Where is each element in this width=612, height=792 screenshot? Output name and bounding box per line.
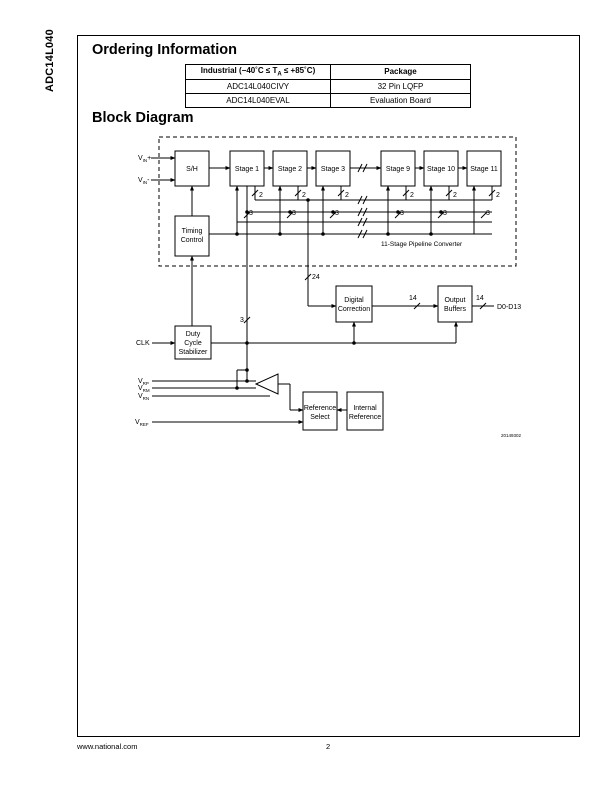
duty-label-2: Cycle <box>184 340 202 347</box>
bus-width-label: 2 <box>453 192 457 199</box>
stage10-label: Stage 10 <box>427 166 455 173</box>
stage3-label: Stage 3 <box>321 166 345 173</box>
figure-number: 20149302 <box>501 433 522 438</box>
stage11-block <box>466 150 502 187</box>
duty-cycle-stabilizer-block <box>174 325 212 360</box>
footer-website: www.national.com <box>77 742 138 751</box>
table-row: ADC14L040EVAL Evaluation Board <box>185 92 471 108</box>
timing-label-2: Control <box>181 237 204 244</box>
bus-width-slashes <box>243 189 496 324</box>
output-buffers-block <box>437 285 473 323</box>
page-frame <box>77 35 580 737</box>
bus-width-label: 24 <box>312 274 320 281</box>
bus-width-label: 3 <box>400 210 404 217</box>
bus-break-marks <box>357 163 368 239</box>
bus-width-label: 2 <box>410 192 414 199</box>
bus-width-label: 2 <box>496 192 500 199</box>
sh-block <box>174 150 210 187</box>
vref-label: VREF <box>135 419 149 427</box>
vin-plus-label: VIN+ <box>138 155 151 163</box>
stage11-label: Stage 11 <box>470 166 498 173</box>
pipeline-dashed-boundary <box>158 136 517 267</box>
intref-label-1: Internal <box>353 405 377 412</box>
junction-dots <box>235 198 443 390</box>
ordering-table-header: Industrial (−40˚C ≤ TA ≤ +85˚C) Package <box>185 64 471 80</box>
stage1-label: Stage 1 <box>235 166 259 173</box>
bus-width-label: 3 <box>335 210 339 217</box>
timing-control-block <box>174 215 210 257</box>
reference-select-block <box>302 391 338 431</box>
output-label-2: Buffers <box>444 306 467 313</box>
bus-width-label: 2 <box>259 192 263 199</box>
vrp-label: VRP <box>138 378 149 386</box>
bus-width-label: 2 <box>302 192 306 199</box>
intref-label-2: Reference <box>349 414 381 421</box>
pipeline-caption: 11-Stage Pipeline Converter <box>381 241 463 248</box>
stage9-block <box>380 150 416 187</box>
stage9-label: Stage 9 <box>386 166 410 173</box>
sh-label: S/H <box>186 166 198 173</box>
refsel-label-2: Select <box>310 414 330 421</box>
output-label-1: Output <box>444 297 465 304</box>
vrn-label: VRN <box>138 393 149 401</box>
vin-minus-label: VIN- <box>138 177 150 185</box>
duty-label-3: Stabilizer <box>179 349 208 356</box>
bus-width-label: 3 <box>249 210 253 217</box>
package-cell: Evaluation Board <box>330 92 471 108</box>
digital-label-1: Digital <box>344 297 364 304</box>
stage1-block <box>229 150 265 187</box>
bus-width-label: 14 <box>409 295 417 302</box>
block-diagram-title: Block Diagram <box>92 110 194 126</box>
stage3-block <box>315 150 351 187</box>
bus-width-label: 14 <box>476 295 484 302</box>
footer-page-number: 2 <box>326 742 331 751</box>
digital-label-2: Correction <box>338 306 370 313</box>
vrm-label: VRM <box>138 385 150 393</box>
bus-width-label: 3 <box>443 210 447 217</box>
clk-label: CLK <box>136 340 150 347</box>
ordering-information-title: Ordering Information <box>92 42 237 58</box>
bus-width-label: 3 <box>292 210 296 217</box>
stage2-label: Stage 2 <box>278 166 302 173</box>
digital-correction-block <box>335 285 373 323</box>
stage2-block <box>272 150 308 187</box>
stage10-block <box>423 150 459 187</box>
bus-width-label: 3 <box>486 210 490 217</box>
d0-d13-label: D0-D13 <box>497 304 521 311</box>
bus-width-label: 3 <box>240 317 244 324</box>
internal-reference-block <box>346 391 384 431</box>
refsel-label-1: Reference <box>304 405 336 412</box>
bus-width-label: 2 <box>345 192 349 199</box>
duty-label-1: Duty <box>186 331 201 338</box>
ordering-table: Industrial (−40˚C ≤ TA ≤ +85˚C) Package … <box>185 64 471 108</box>
timing-label-1: Timing <box>182 228 203 235</box>
